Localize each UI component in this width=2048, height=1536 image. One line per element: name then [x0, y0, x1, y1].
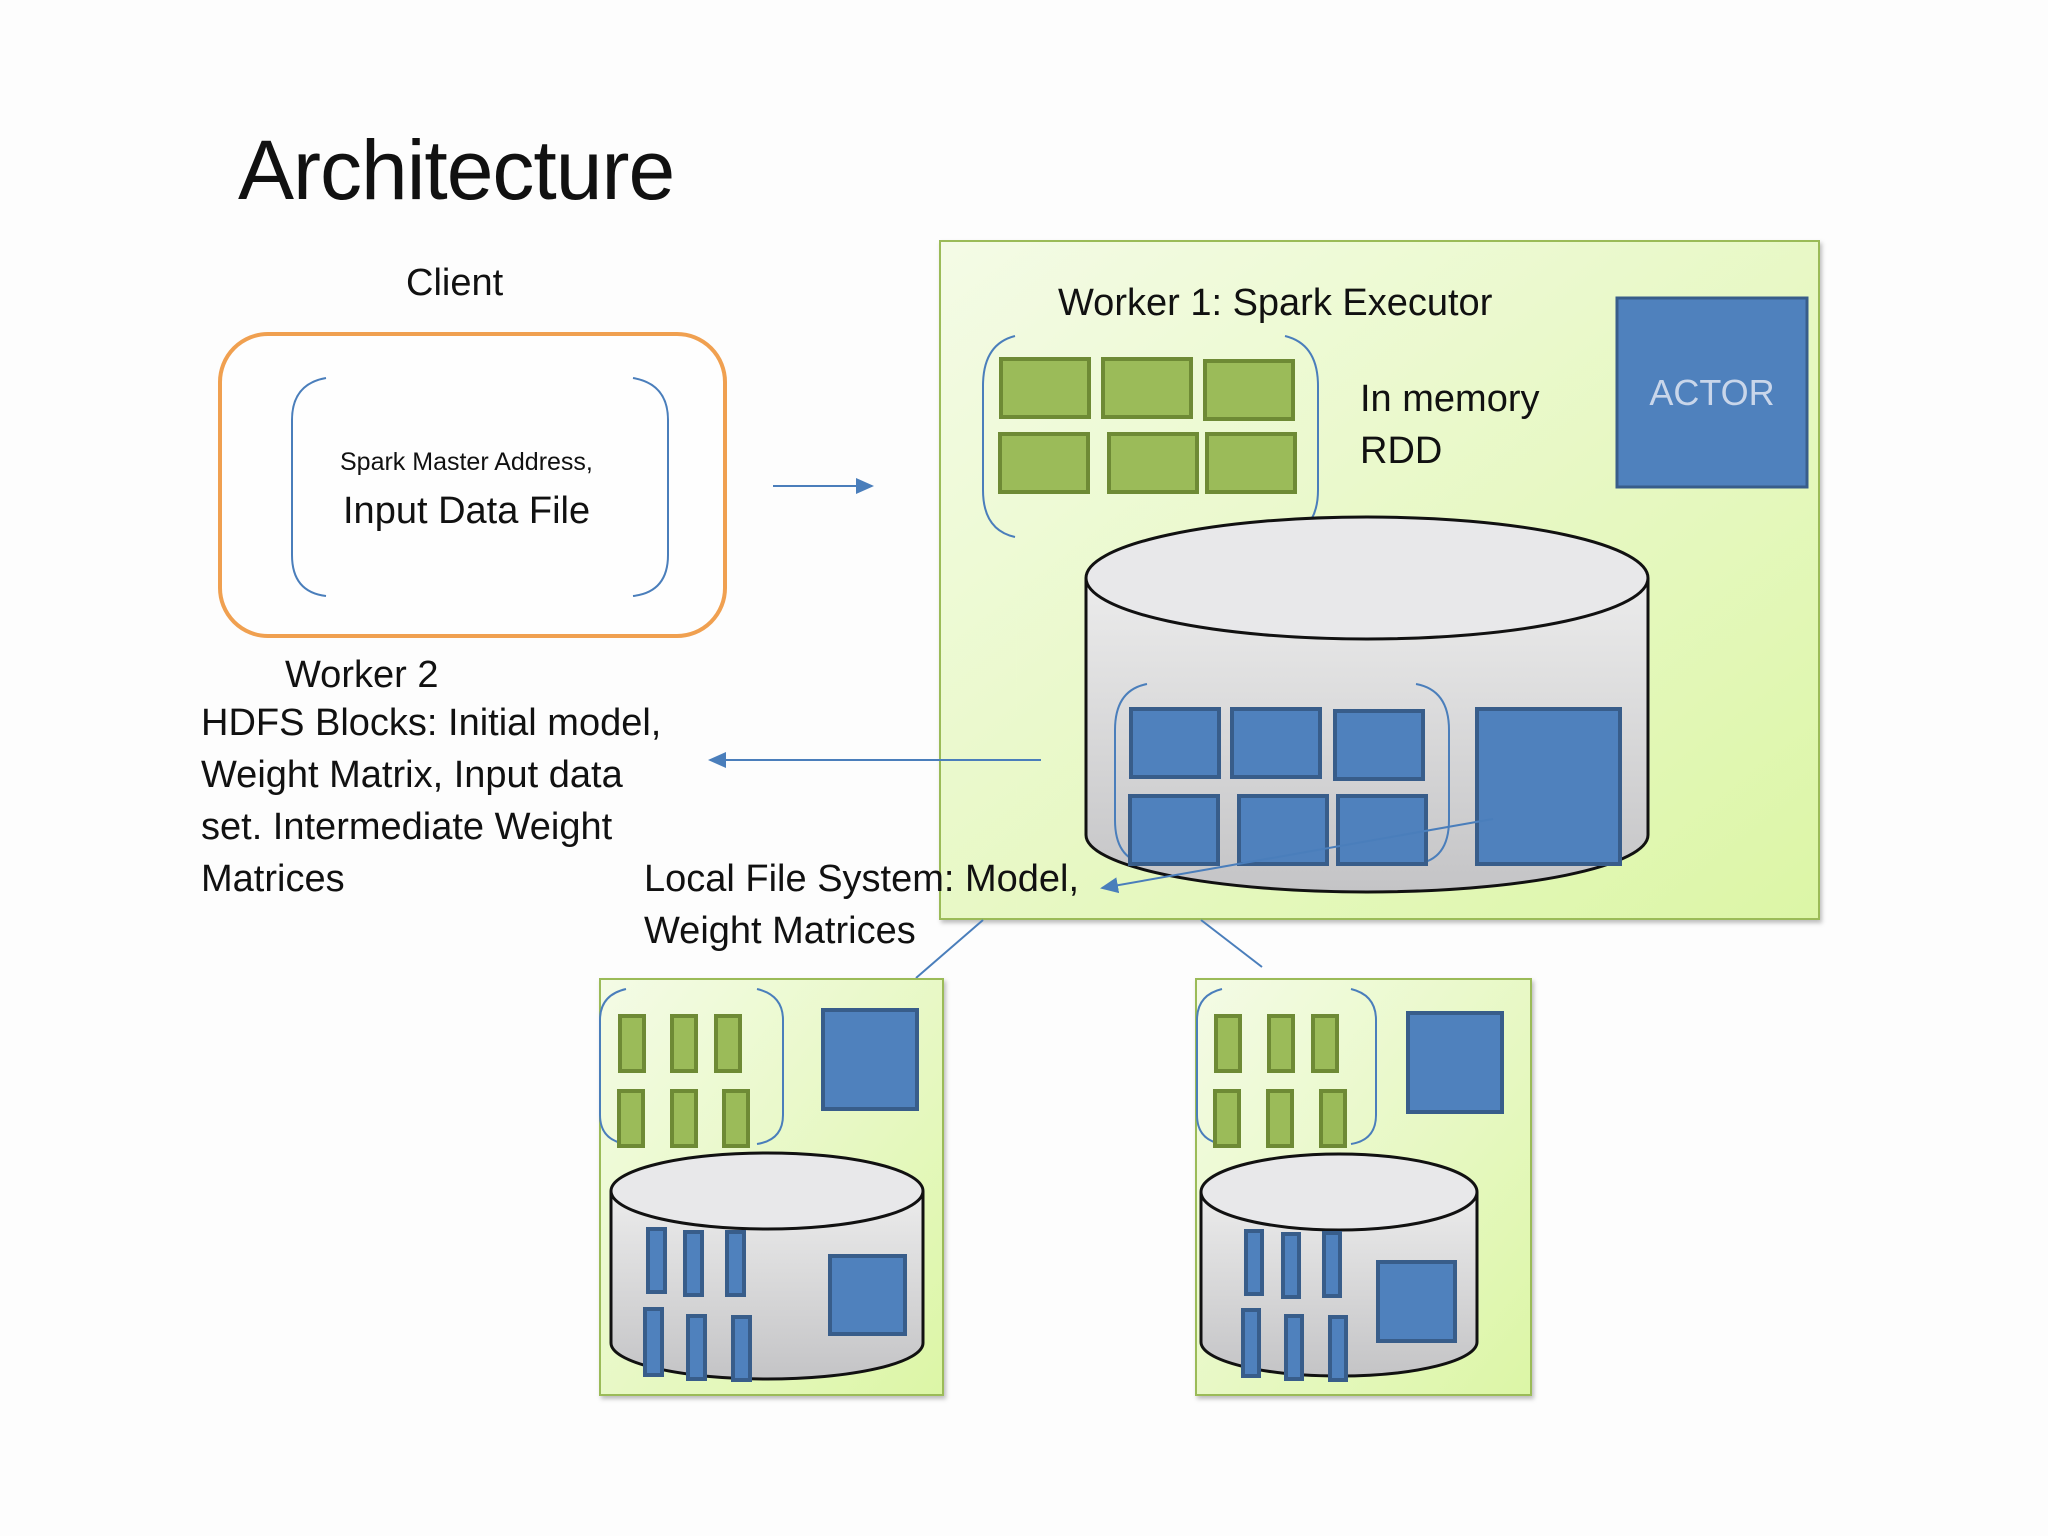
model-block	[1475, 707, 1622, 866]
hdfs-line: set. Intermediate Weight	[201, 806, 613, 848]
connector-line	[1200, 919, 1263, 968]
worker1-title: Worker 1: Spark Executor	[1058, 282, 1493, 324]
client-box	[218, 332, 727, 638]
hdfs-line: Matrices	[201, 858, 345, 900]
worker2-title: Worker 2	[285, 654, 439, 696]
client-content-line2: Input Data File	[343, 490, 591, 532]
rdd-block	[999, 357, 1091, 419]
client-bracket-left	[291, 377, 327, 597]
model-to-localfs-arrow	[1100, 818, 1494, 894]
disk-block	[1230, 707, 1322, 779]
disk-block	[1128, 794, 1220, 866]
disk-blocks	[1128, 707, 1622, 866]
rdd-block	[1205, 432, 1297, 494]
connector-line	[915, 919, 984, 979]
small-worker-b	[1195, 978, 1532, 1396]
client-bracket-right	[632, 377, 669, 597]
hdfs-line: HDFS Blocks: Initial model,	[201, 702, 662, 744]
rdd-block	[1101, 357, 1193, 419]
local-fs-line: Local File System: Model,	[644, 858, 1080, 900]
rdd-block	[1203, 359, 1295, 421]
rdd-label-line2: RDD	[1360, 430, 1443, 472]
disk-block	[1129, 707, 1221, 779]
actor-box	[1615, 296, 1809, 489]
small-worker-a	[599, 978, 944, 1396]
actor-label: ACTOR	[1649, 371, 1775, 413]
rdd-block	[1107, 432, 1199, 494]
hdfs-line: Weight Matrix, Input data	[201, 754, 623, 796]
page-title: Architecture	[238, 123, 675, 217]
disk-block	[1237, 794, 1329, 866]
rdd-block	[998, 432, 1090, 494]
rdd-blocks	[998, 357, 1297, 494]
client-content-line1: Spark Master Address,	[340, 448, 593, 476]
client-label: Client	[406, 262, 504, 304]
rdd-label-line1: In memory	[1360, 378, 1540, 420]
disk-block	[1336, 794, 1428, 866]
local-fs-line: Weight Matrices	[644, 910, 916, 952]
disk-block	[1333, 709, 1425, 781]
rdd-bracket-left	[982, 335, 1016, 538]
disk-bracket-right	[1415, 683, 1450, 865]
